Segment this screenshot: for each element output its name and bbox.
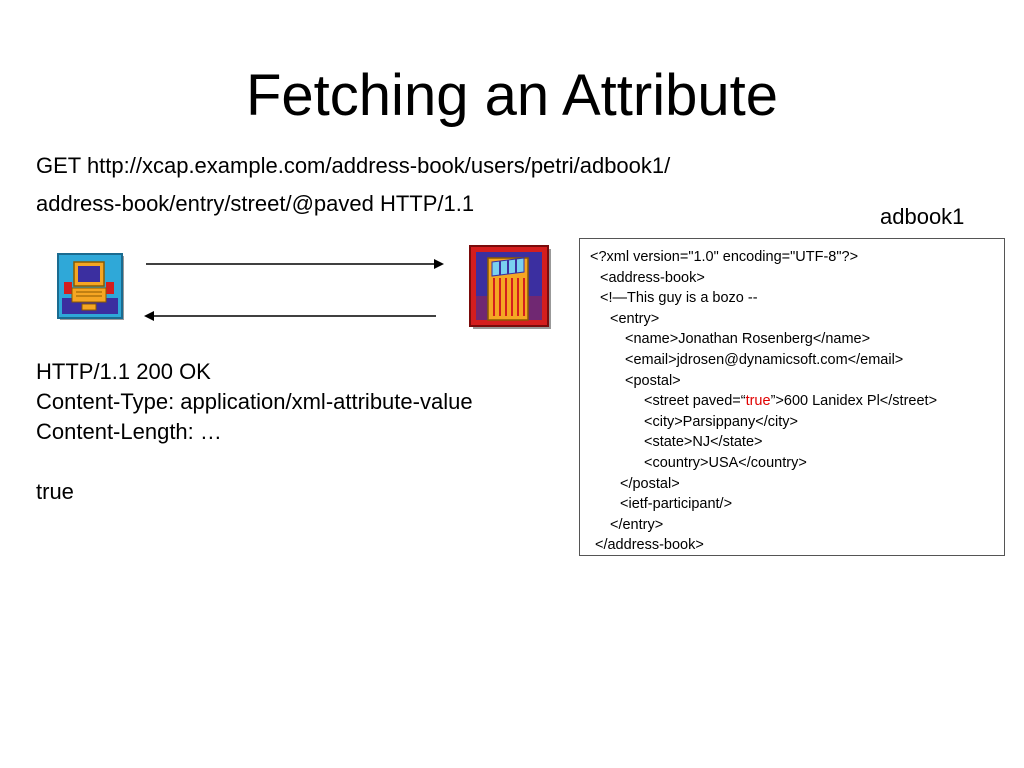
xml-line: <name>Jonathan Rosenberg</name> [625, 331, 871, 348]
document-label: adbook1 [880, 204, 965, 229]
xml-street-open: <street paved=“ [644, 393, 746, 410]
xml-street-close: ”>600 Lanidex Pl</street> [770, 393, 938, 410]
response-status-line: HTTP/1.1 200 OK [36, 359, 211, 384]
xml-line: <state>NJ</state> [644, 434, 763, 451]
xml-paved-value: true [745, 393, 771, 410]
xml-line: <city>Parsippany</city> [644, 413, 798, 430]
xml-line: <email>jdrosen@dynamicsoft.com</email> [625, 351, 904, 368]
response-blank-line [36, 447, 473, 477]
request-line-1: GET http://xcap.example.com/address-book… [36, 153, 671, 178]
xml-line: <ietf-participant/> [620, 496, 733, 513]
xml-line: <country>USA</country> [644, 454, 807, 471]
xml-line: </postal> [620, 475, 680, 492]
xml-line: </entry> [610, 516, 664, 533]
xml-line: </address-book> [595, 537, 704, 554]
xml-document-box: <?xml version="1.0" encoding="UTF-8"?> <… [579, 238, 1005, 556]
response-body: true [36, 479, 74, 504]
xml-line-street: <street paved=“true”>600 Lanidex Pl</str… [590, 391, 1004, 412]
response-content-length: Content-Length: … [36, 419, 222, 444]
xml-line: <address-book> [600, 269, 705, 286]
xml-line: <?xml version="1.0" encoding="UTF-8"?> [590, 249, 859, 265]
request-response-arrows [144, 259, 444, 321]
xml-line: <entry> [610, 310, 660, 327]
http-response: HTTP/1.1 200 OK Content-Type: applicatio… [36, 357, 473, 507]
client-computer-icon [57, 253, 124, 320]
server-icon [469, 245, 551, 329]
xml-line: <!—This guy is a bozo -- [600, 290, 758, 307]
request-line-2: address-book/entry/street/@paved HTTP/1.… [36, 191, 475, 216]
response-content-type: Content-Type: application/xml-attribute-… [36, 389, 473, 414]
xml-line: <postal> [625, 372, 681, 389]
slide-title: Fetching an Attribute [246, 63, 778, 128]
